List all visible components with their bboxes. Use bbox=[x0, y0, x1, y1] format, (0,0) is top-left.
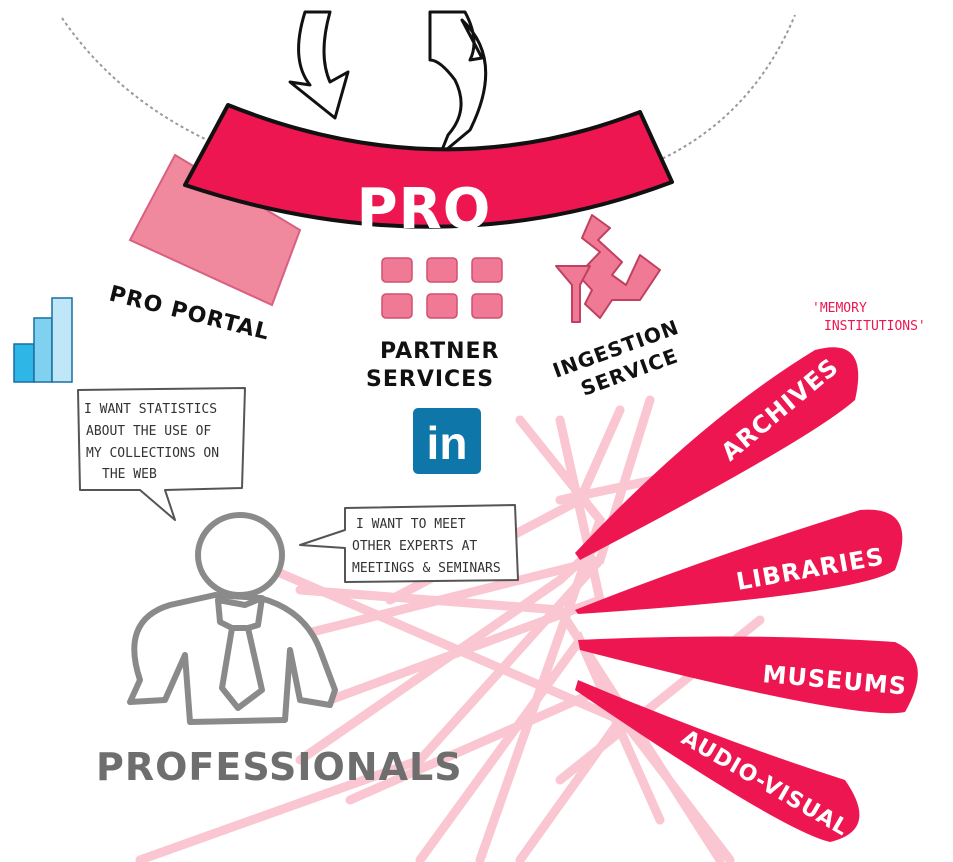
linkedin-label: in bbox=[427, 417, 468, 469]
pro-banner[interactable] bbox=[183, 103, 674, 229]
meetings-bubble-line1: I WANT TO MEET bbox=[356, 517, 466, 532]
statistics-bubble-line1: I WANT STATISTICS bbox=[84, 402, 217, 417]
partner-services-label-line1: PARTNER bbox=[380, 339, 499, 364]
partner-services-grid[interactable] bbox=[381, 257, 503, 319]
funnel-icon[interactable] bbox=[555, 214, 661, 323]
statistics-bubble-line2: ABOUT THE USE OF bbox=[86, 424, 211, 439]
meetings-bubble-line3: MEETINGS & SEMINARS bbox=[352, 561, 501, 576]
professional-figure bbox=[127, 512, 338, 725]
professionals-label: PROFESSIONALS bbox=[96, 745, 463, 789]
statistics-bubble-line4: THE WEB bbox=[102, 467, 157, 482]
cycle-arc bbox=[61, 14, 796, 197]
bar-chart-icon bbox=[13, 297, 73, 383]
pro-banner-label: PRO bbox=[357, 177, 492, 242]
cycle-arrows bbox=[288, 10, 488, 157]
statistics-speech-bubble: I WANT STATISTICS ABOUT THE USE OF MY CO… bbox=[77, 387, 246, 521]
meetings-speech-bubble: I WANT TO MEET OTHER EXPERTS AT MEETINGS… bbox=[299, 504, 519, 583]
libraries-petal[interactable] bbox=[575, 509, 903, 614]
memory-institutions-line2: INSTITUTIONS' bbox=[824, 319, 926, 334]
archives-petal[interactable] bbox=[575, 347, 859, 560]
partner-services-label-line2: SERVICES bbox=[366, 367, 494, 392]
museums-petal[interactable] bbox=[578, 636, 918, 714]
institution-petals bbox=[575, 347, 918, 842]
memory-institutions-line1: 'MEMORY bbox=[812, 301, 867, 316]
statistics-bubble-line3: MY COLLECTIONS ON bbox=[86, 446, 219, 461]
audio-visual-petal[interactable] bbox=[575, 680, 860, 842]
linkedin-icon[interactable]: in bbox=[413, 408, 481, 474]
meetings-bubble-line2: OTHER EXPERTS AT bbox=[352, 539, 477, 554]
